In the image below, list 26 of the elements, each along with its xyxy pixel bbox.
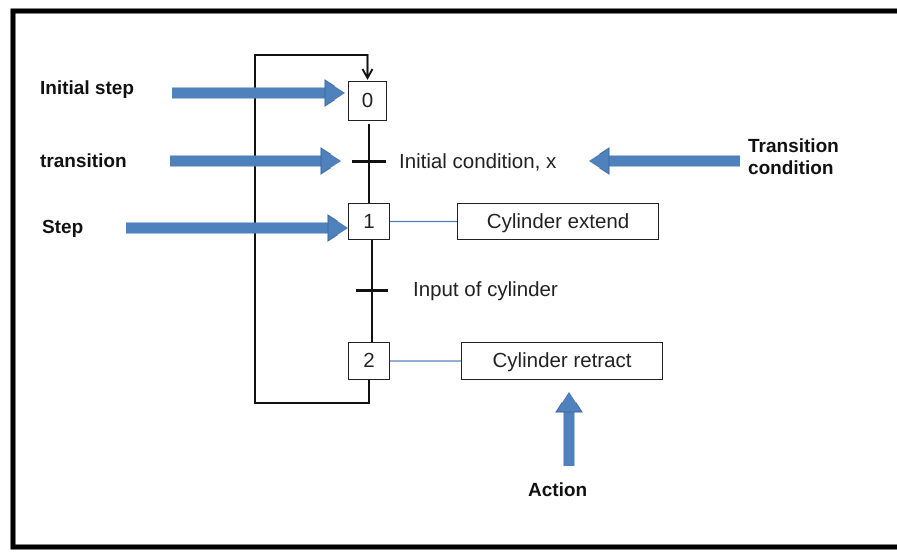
callout-label: Step <box>42 216 122 240</box>
callout-label: transition <box>40 150 165 174</box>
connector-line <box>390 220 457 222</box>
callout-label: Action <box>528 478 606 504</box>
condition-text: Input of cylinder <box>413 278 558 302</box>
block-arrow <box>588 148 740 174</box>
block-arrow <box>126 214 348 242</box>
connector-line <box>390 360 461 362</box>
callout-label: Transition condition <box>748 133 860 183</box>
block-arrow <box>556 392 582 466</box>
transition-bar <box>352 160 386 163</box>
step-box: 1 <box>348 203 390 240</box>
step-box: 2 <box>348 342 390 380</box>
block-arrow <box>172 80 346 106</box>
connector-line <box>368 124 370 160</box>
callout-label: Initial step <box>40 77 172 101</box>
connector-line <box>371 292 373 342</box>
arrow <box>254 54 374 404</box>
connector-line <box>371 240 373 289</box>
block-arrow <box>170 148 342 174</box>
action-box: Cylinder retract <box>461 342 663 380</box>
transition-bar <box>356 289 388 292</box>
condition-text: Initial condition, x <box>399 148 585 175</box>
connector-line <box>368 163 370 203</box>
initial-step-box: 0 <box>345 78 390 124</box>
action-box: Cylinder extend <box>457 203 659 240</box>
